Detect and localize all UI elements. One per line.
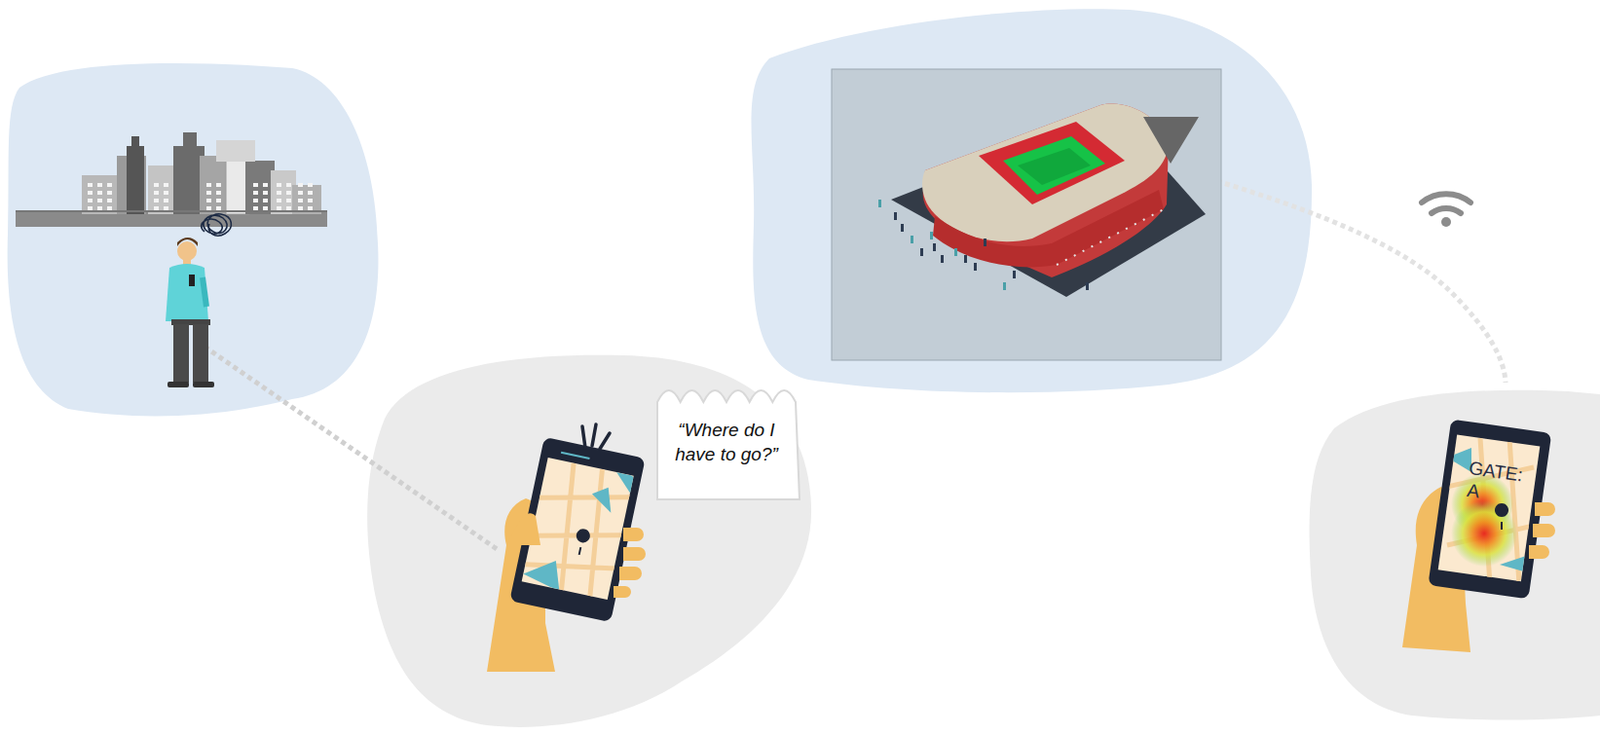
window <box>297 206 303 211</box>
window <box>297 183 303 187</box>
window <box>276 190 282 195</box>
bubble-text: “Where do I have to go?” <box>649 417 804 467</box>
screen-label: A <box>1465 480 1482 504</box>
window <box>216 206 222 211</box>
antenna-triangle <box>1143 116 1199 164</box>
spectator <box>900 223 904 232</box>
window <box>97 183 103 187</box>
city-skyline <box>15 132 328 227</box>
window <box>206 198 212 203</box>
window <box>286 183 292 187</box>
window <box>216 190 222 195</box>
gate-phone <box>1402 419 1556 653</box>
spectator <box>964 255 968 263</box>
spectator <box>1012 270 1016 279</box>
window <box>307 198 313 203</box>
window <box>206 183 212 187</box>
spectator <box>1003 282 1006 291</box>
window <box>97 190 103 195</box>
window <box>87 183 93 187</box>
window <box>307 206 313 211</box>
window <box>253 183 259 187</box>
window <box>286 190 292 195</box>
window <box>286 198 292 203</box>
window <box>163 206 169 211</box>
window <box>107 198 112 203</box>
window <box>87 206 93 211</box>
window <box>276 206 282 211</box>
window <box>163 198 169 203</box>
window <box>163 190 169 195</box>
speech-bubble: “Where do I have to go?” <box>649 380 804 504</box>
window <box>307 183 313 187</box>
window <box>216 198 222 203</box>
window <box>253 206 259 211</box>
spectator <box>983 238 987 247</box>
spectator <box>893 212 897 221</box>
window <box>87 198 93 203</box>
window <box>97 206 103 211</box>
window <box>253 198 259 203</box>
window <box>153 198 159 203</box>
window <box>87 190 93 195</box>
stadium-blob <box>751 8 1313 393</box>
window <box>286 206 292 211</box>
stadium <box>831 69 1222 361</box>
crowd <box>878 199 1089 291</box>
city-windows <box>87 183 313 211</box>
spectator <box>910 235 914 244</box>
window <box>216 183 222 187</box>
window <box>276 198 282 203</box>
spectator <box>920 248 924 257</box>
confusion-scribble <box>201 214 232 236</box>
phone-blob <box>367 355 812 728</box>
gate-blob <box>1309 390 1600 721</box>
window <box>307 190 313 195</box>
window <box>107 183 112 187</box>
wifi-icon <box>1421 193 1471 227</box>
window <box>97 198 103 203</box>
spectator <box>932 243 936 252</box>
window <box>107 206 112 211</box>
window <box>262 206 268 211</box>
spectator <box>878 199 882 208</box>
window <box>153 183 159 187</box>
window <box>262 198 268 203</box>
window <box>297 198 303 203</box>
dotted-line <box>204 346 500 552</box>
window <box>276 183 282 187</box>
cloud-outline <box>649 380 804 504</box>
person <box>165 237 215 388</box>
window <box>206 206 212 211</box>
window <box>163 183 169 187</box>
window <box>153 206 159 211</box>
phone-hand <box>486 424 646 672</box>
window <box>206 190 212 195</box>
window <box>107 190 112 195</box>
window <box>262 183 268 187</box>
city-blob <box>7 63 379 417</box>
spectator <box>930 231 933 240</box>
window <box>153 190 159 195</box>
spectator <box>1085 282 1089 291</box>
spectator <box>940 255 944 263</box>
window <box>297 190 303 195</box>
spectator <box>973 262 977 271</box>
spectator <box>954 248 958 257</box>
window <box>253 190 259 195</box>
window <box>262 190 268 195</box>
